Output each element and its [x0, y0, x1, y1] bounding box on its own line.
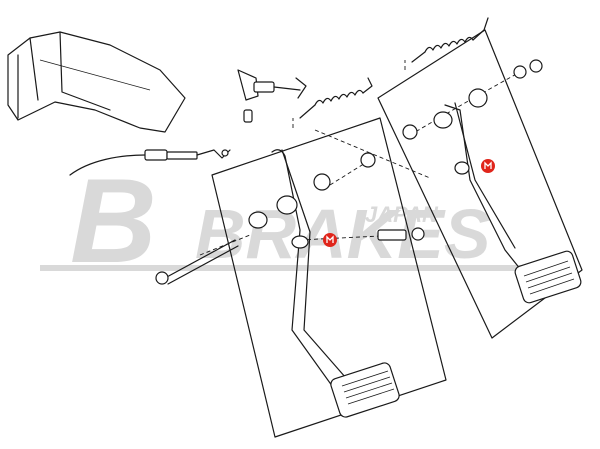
watermark-word: BRAKES [195, 195, 491, 273]
stop-lamp-switch [237, 69, 307, 123]
marker-right-pedal-pivot-glyph [484, 161, 492, 169]
clutch-cable [69, 149, 231, 176]
return-spring-right [411, 17, 489, 63]
return-spring-left [299, 77, 373, 119]
brake-pedal-panel [377, 29, 583, 339]
highlight-markers [323, 159, 495, 247]
watermark-logo: B BRAKES JAPAN [40, 154, 560, 288]
pedal-bracket-cover [7, 31, 186, 133]
clutch-pedal-panel [155, 117, 447, 438]
marker-left-pedal-pivot-glyph [326, 235, 334, 243]
